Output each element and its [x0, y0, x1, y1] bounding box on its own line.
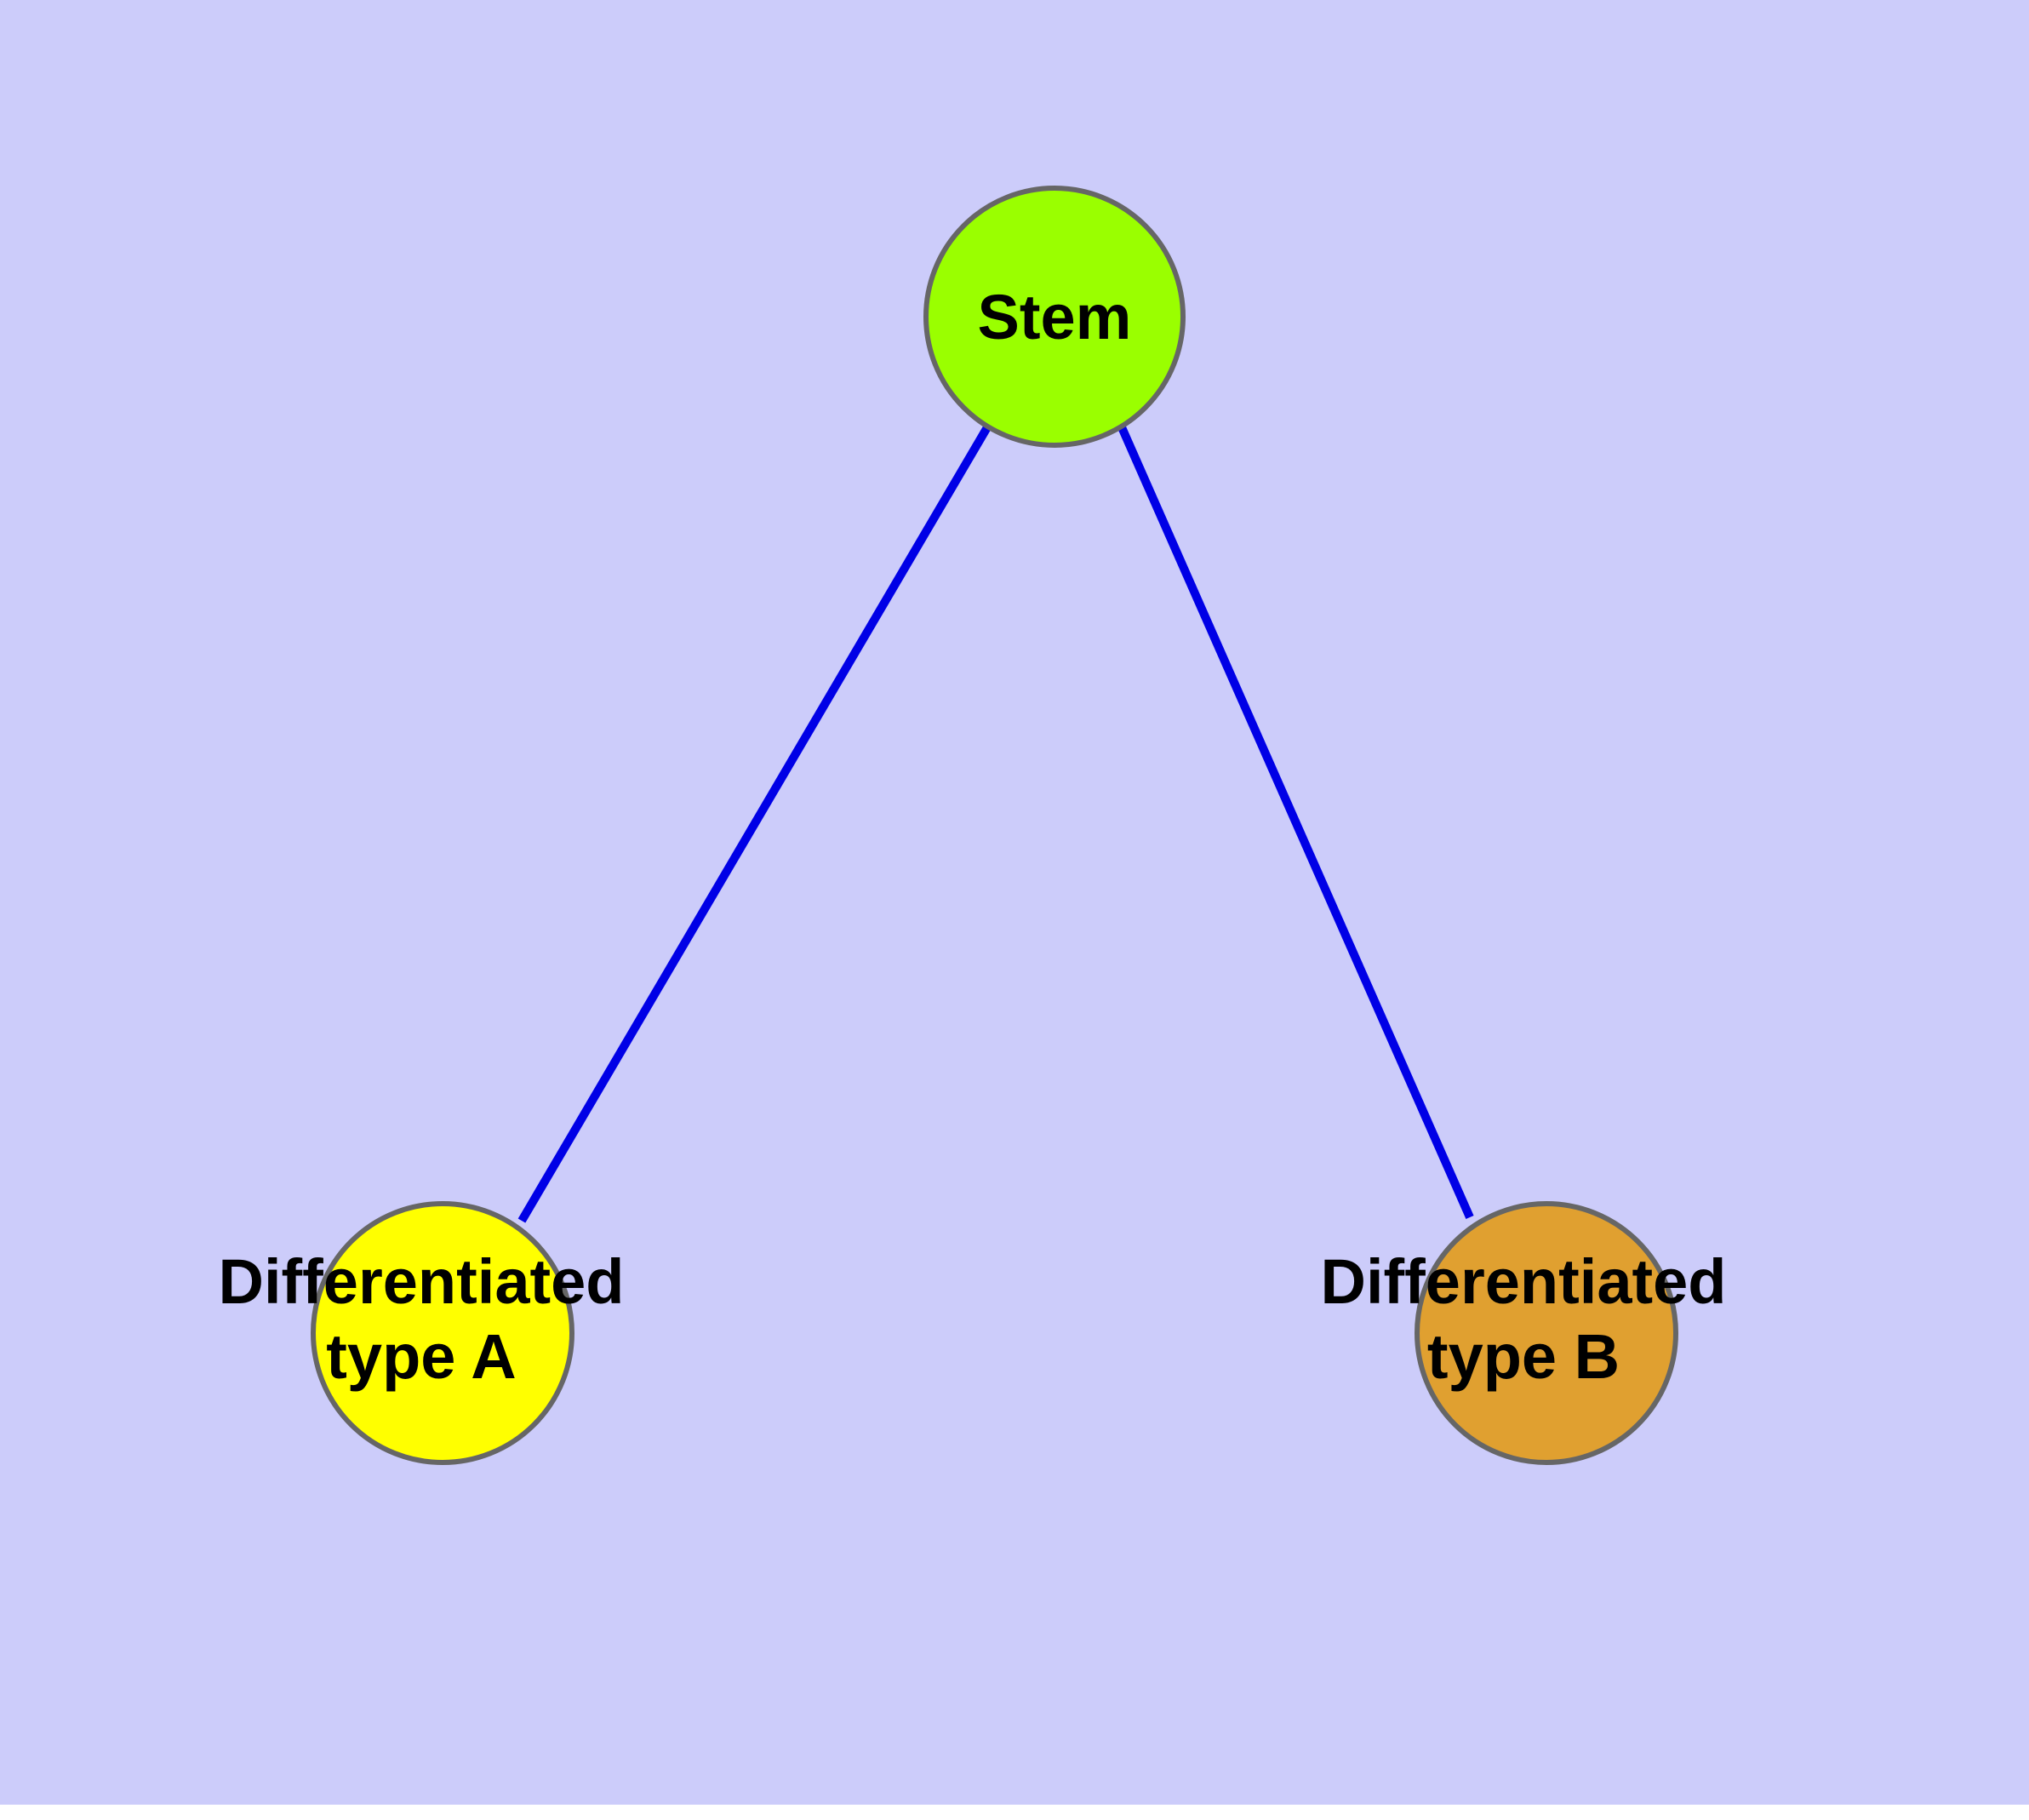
node-diff-b[interactable]: [1415, 1201, 1678, 1465]
node-layer: [311, 186, 1678, 1465]
node-label-line: type B: [1427, 1321, 1620, 1392]
node-stem[interactable]: [923, 186, 1186, 448]
node-label-stem: Stem: [978, 282, 1132, 352]
edge-stem-to-diff-b: [1117, 425, 1474, 1220]
node-diff-a[interactable]: [311, 1201, 574, 1465]
node-label-line: Stem: [978, 282, 1132, 352]
node-label-line: type A: [326, 1321, 516, 1392]
node-label-line: Differentiated: [1321, 1246, 1727, 1317]
edge-layer: [517, 425, 1474, 1223]
edge-stem-to-diff-a: [517, 425, 992, 1223]
node-label-line: Differentiated: [219, 1246, 625, 1317]
